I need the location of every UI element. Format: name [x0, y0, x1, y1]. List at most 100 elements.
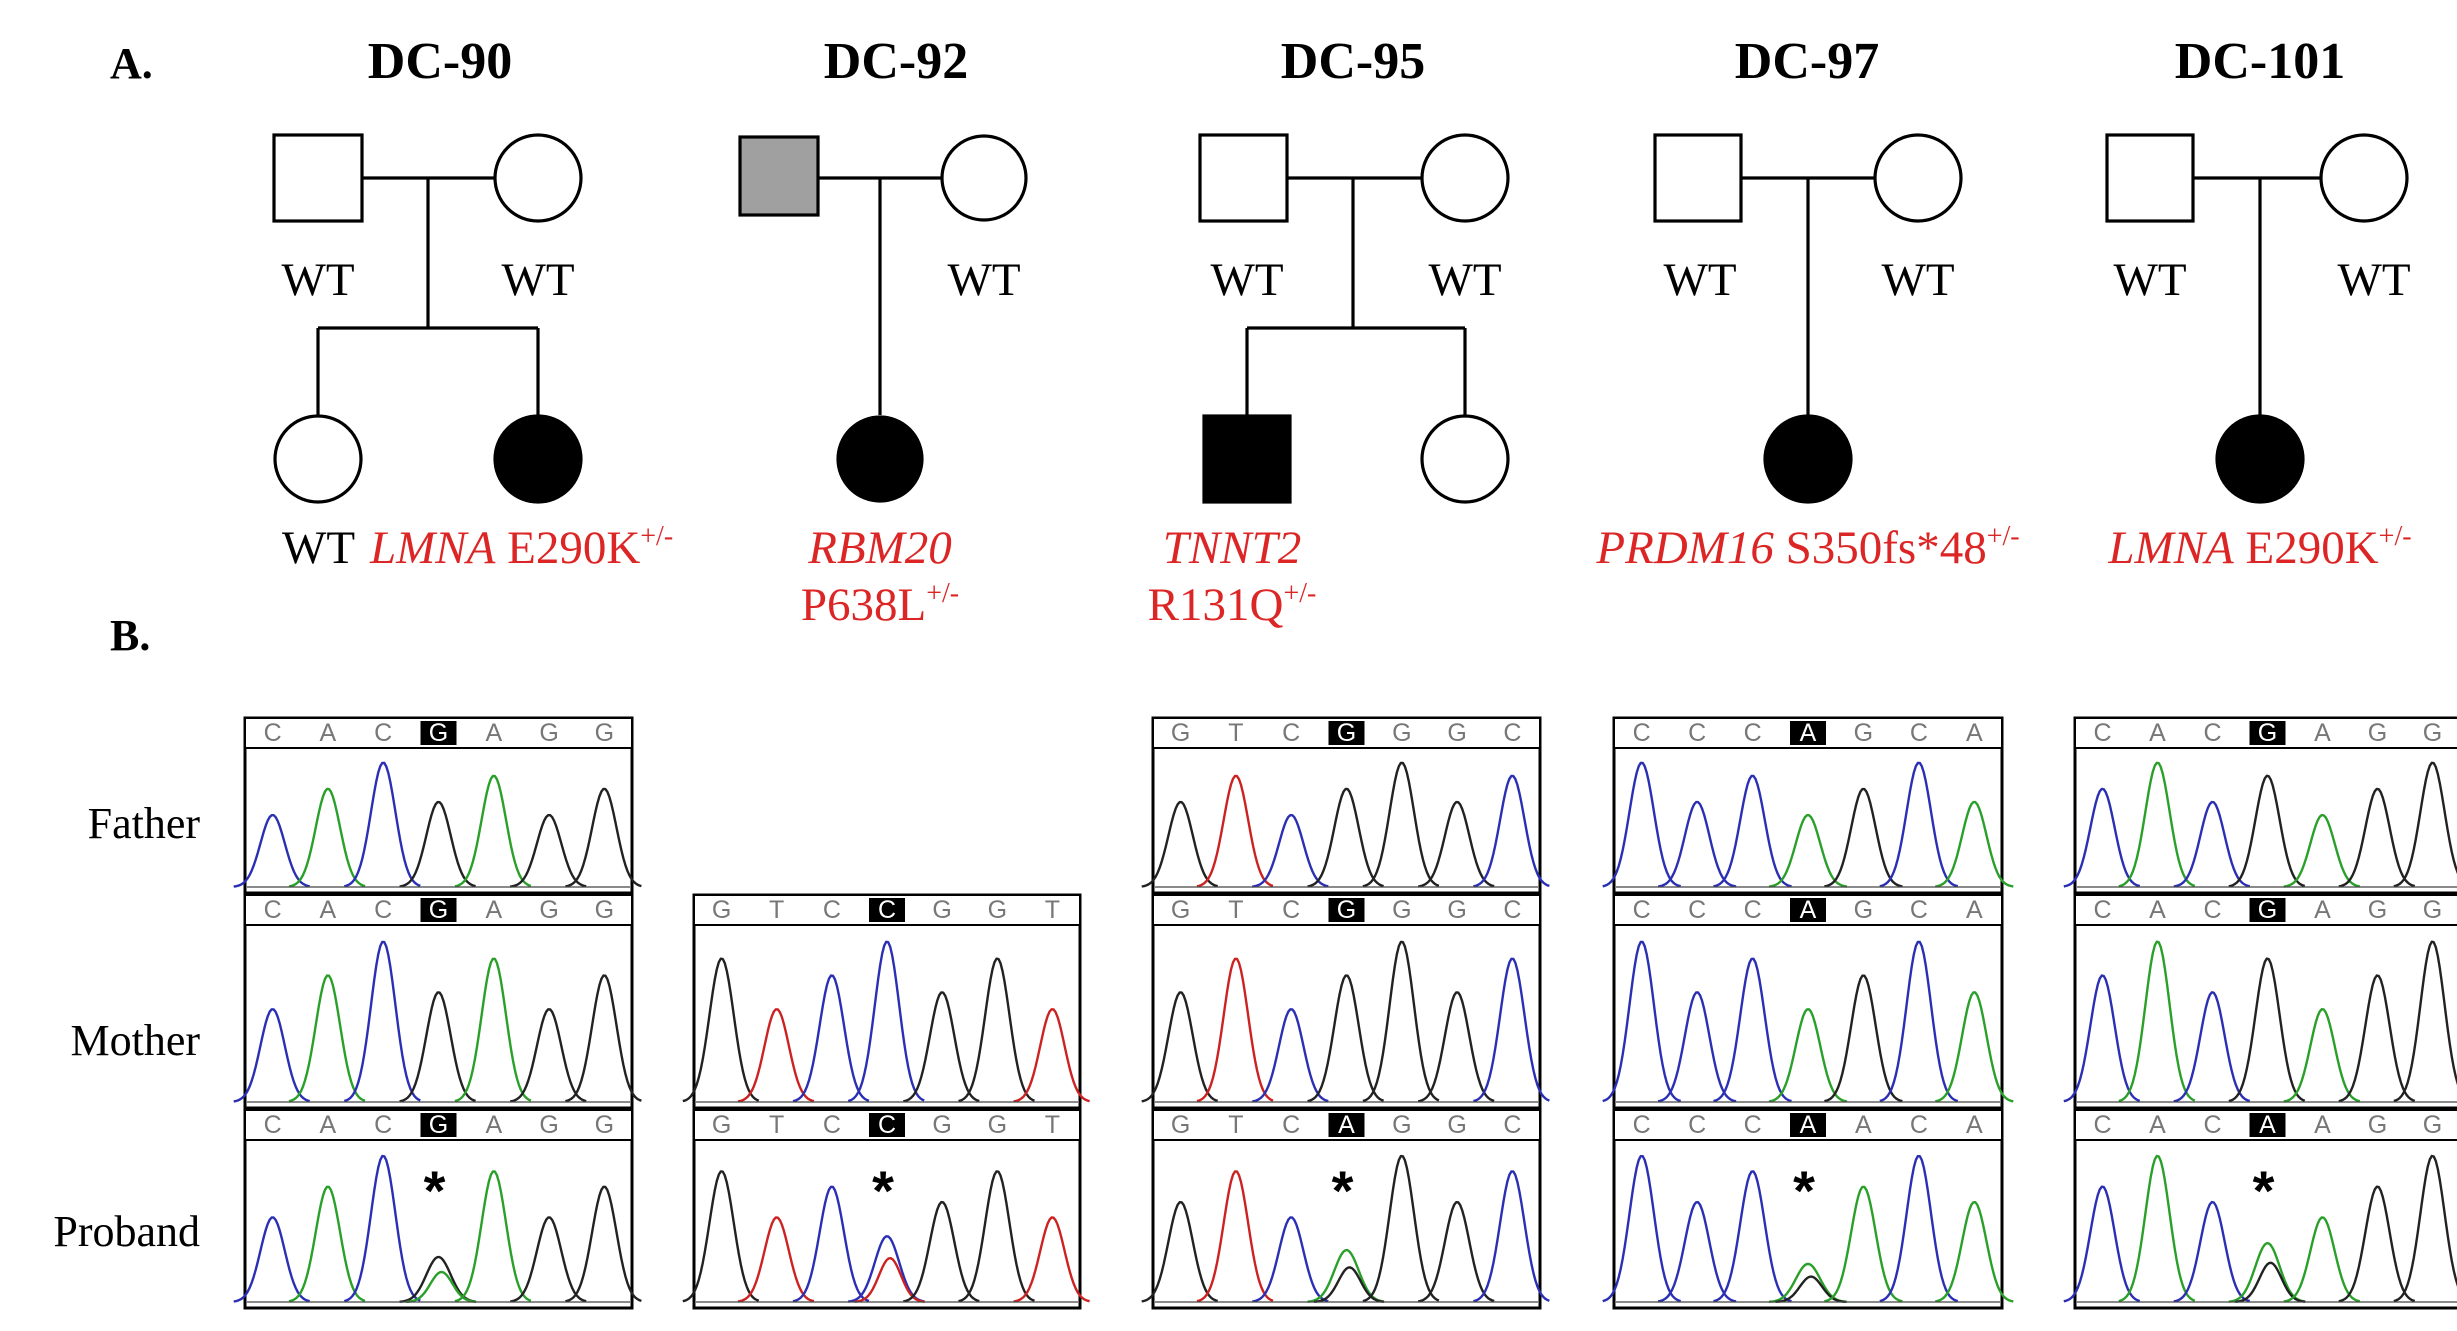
trace-peak-T [737, 1008, 815, 1103]
father-carrier-symbol [738, 135, 820, 217]
family-title-dc90: DC-90 [368, 33, 512, 90]
trace-peak-A [2283, 1008, 2361, 1103]
trace-peak-G [1417, 1201, 1495, 1303]
base-call-label: G [595, 1111, 614, 1139]
trace-peak-G [1775, 1275, 1846, 1303]
base-call-label: G [712, 1111, 731, 1139]
base-call-label: A [485, 896, 502, 924]
row-label-father: Father [88, 799, 201, 848]
trace-peak-G [1362, 761, 1440, 888]
trace-peak-G [2338, 1185, 2416, 1303]
chromatogram-frame [243, 893, 634, 1110]
trace-peak-A [288, 974, 366, 1103]
base-call-label: A [2149, 719, 2166, 747]
trace-peak-A [2118, 1154, 2196, 1303]
base-call-label: A [1966, 719, 1983, 747]
trace-peak-A [1768, 1008, 1848, 1103]
base-call-label: C [2203, 1111, 2221, 1139]
father-symbol [272, 133, 364, 223]
trace-peak-C [1879, 761, 1959, 888]
trace-peak-C [1252, 1008, 1329, 1103]
base-call-label: G [429, 896, 448, 924]
base-call-label: C [1503, 1111, 1521, 1139]
variant-asterisk: * [1332, 1159, 1354, 1222]
trace-peak-A [2118, 940, 2196, 1103]
base-call-label: A [1966, 1111, 1983, 1139]
proband-gene-label: TNNT2 [1163, 522, 1301, 574]
base-call-label: C [878, 1111, 896, 1139]
base-call-label: C [1744, 896, 1762, 924]
sister-unaffected-symbol [1420, 414, 1510, 504]
panel-label-b: B. [110, 611, 150, 660]
trace-peak-C [343, 1154, 421, 1303]
trace-peak-G [2393, 761, 2457, 888]
base-call-label: C [823, 1111, 841, 1139]
mother-symbol [1873, 133, 1963, 223]
variant-asterisk: * [424, 1159, 446, 1222]
base-call-label: C [1744, 1111, 1762, 1139]
base-call-label: A [1855, 1111, 1872, 1139]
trace-peak-C [1602, 1155, 1682, 1303]
proband-affected-male-symbol [1202, 414, 1292, 504]
proband-variant-label: LMNA E290K+/- [2107, 521, 2411, 574]
base-call-label: G [429, 1111, 448, 1139]
family-title-dc95: DC-95 [1281, 33, 1425, 90]
trace-peak-A [1935, 991, 2014, 1103]
trace-peak-C [1713, 1170, 1792, 1303]
base-call-label: G [1337, 896, 1356, 924]
base-call-label: A [1800, 719, 1817, 747]
father-symbol [1198, 133, 1289, 223]
trace-peak-G [1362, 1154, 1440, 1303]
base-call-label: T [1228, 896, 1243, 924]
trace-peak-A [2118, 761, 2196, 888]
trace-peak-G [2338, 787, 2416, 888]
father-genotype: WT [281, 254, 354, 306]
base-call-label: C [878, 896, 896, 924]
trace-peak-C [2173, 991, 2251, 1103]
trace-peak-T [1196, 957, 1274, 1103]
trace-peak-A [1935, 1201, 2014, 1303]
base-call-label: T [1045, 896, 1060, 924]
base-call-label: C [1282, 896, 1300, 924]
base-call-label: G [1171, 896, 1190, 924]
trace-peak-T [1013, 1008, 1090, 1103]
pedigree-dc92: WT RBM20 P638L+/- [738, 134, 1028, 631]
row-label-mother: Mother [70, 1016, 200, 1065]
father-genotype: WT [1663, 254, 1736, 306]
mother-genotype: WT [1428, 254, 1501, 306]
mother-genotype: WT [501, 254, 574, 306]
trace-peak-G [1824, 787, 1903, 888]
proband-gene-label: RBM20 [807, 522, 952, 574]
base-call-label: C [374, 1111, 392, 1139]
trace-peak-T [1196, 774, 1274, 888]
mother-symbol [2319, 133, 2409, 223]
base-call-label: A [1966, 896, 1983, 924]
base-call-label: G [1392, 719, 1411, 747]
variant-base-highlight [869, 1113, 905, 1137]
trace-peak-G [510, 1008, 587, 1103]
mother-symbol [1420, 133, 1510, 223]
base-call-label: C [1688, 1111, 1706, 1139]
base-call-label: G [2368, 896, 2387, 924]
base-call-label: C [264, 719, 282, 747]
base-call-label: G [2368, 1111, 2387, 1139]
base-call-label: G [539, 719, 558, 747]
base-call-label: A [320, 1111, 337, 1139]
mother-symbol [940, 134, 1028, 222]
proband-variant-label: P638L+/- [801, 578, 959, 631]
trace-peak-C [792, 1185, 870, 1303]
variant-base-highlight [2249, 1113, 2286, 1137]
trace-peak-G [565, 974, 642, 1103]
base-call-label: A [2149, 896, 2166, 924]
base-call-label: T [769, 896, 784, 924]
base-call-label: G [595, 719, 614, 747]
base-call-label: G [988, 896, 1007, 924]
base-call-label: C [1910, 896, 1928, 924]
base-call-label: C [1503, 896, 1521, 924]
base-call-label: G [932, 896, 951, 924]
